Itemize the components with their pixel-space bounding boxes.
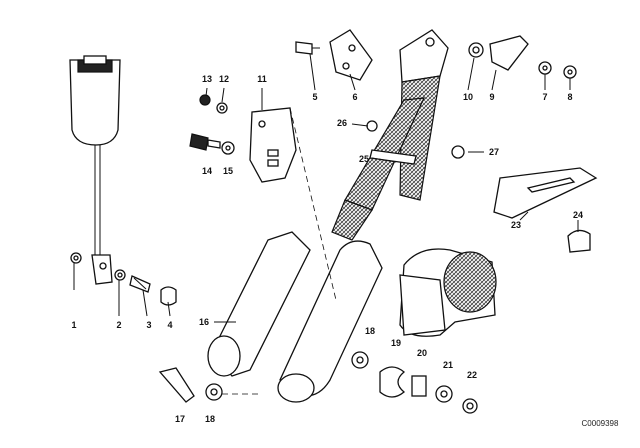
bracket-right (493, 167, 598, 253)
callout-2: 2 (116, 320, 121, 330)
callout-18-lower: 18 (205, 414, 215, 424)
retractor (399, 248, 497, 337)
callout-6: 6 (352, 92, 357, 102)
callout-8: 8 (567, 92, 572, 102)
callout-13: 13 (202, 74, 212, 84)
callout-16: 16 (199, 317, 209, 327)
small-parts-center (366, 120, 465, 159)
bolts-left-cluster (189, 94, 235, 155)
callout-21: 21 (443, 360, 453, 370)
callout-5: 5 (312, 92, 317, 102)
callout-1: 1 (71, 320, 76, 330)
buckle-assembly (69, 55, 121, 285)
leader-lines (73, 53, 579, 323)
callout-27: 27 (489, 147, 499, 157)
guide-bracket (249, 107, 297, 183)
belt-webbing (331, 29, 449, 241)
lower-hardware-left (70, 252, 177, 306)
callout-9: 9 (489, 92, 494, 102)
callout-12: 12 (219, 74, 229, 84)
callout-3: 3 (146, 320, 151, 330)
callout-14: 14 (202, 166, 212, 176)
lever-arm (207, 107, 383, 403)
callout-20: 20 (417, 348, 427, 358)
callout-labels: 1 2 3 4 5 6 7 8 9 10 11 12 13 14 15 16 1… (71, 74, 619, 428)
callout-25: 25 (359, 154, 369, 164)
callout-11: 11 (257, 74, 267, 84)
callout-22: 22 (467, 370, 477, 380)
anchor-bracket-top (295, 29, 373, 81)
callout-18-upper: 18 (365, 326, 375, 336)
callout-23: 23 (511, 220, 521, 230)
diagram-code: C0009398 (582, 419, 619, 428)
callout-17: 17 (175, 414, 185, 424)
callout-4: 4 (167, 320, 172, 330)
callout-10: 10 (463, 92, 473, 102)
parts-top-right (468, 35, 577, 79)
callout-24: 24 (573, 210, 583, 220)
callout-7: 7 (542, 92, 547, 102)
bottom-hardware (158, 351, 478, 414)
callout-19: 19 (391, 338, 401, 348)
callout-15: 15 (223, 166, 233, 176)
callout-26: 26 (337, 118, 347, 128)
